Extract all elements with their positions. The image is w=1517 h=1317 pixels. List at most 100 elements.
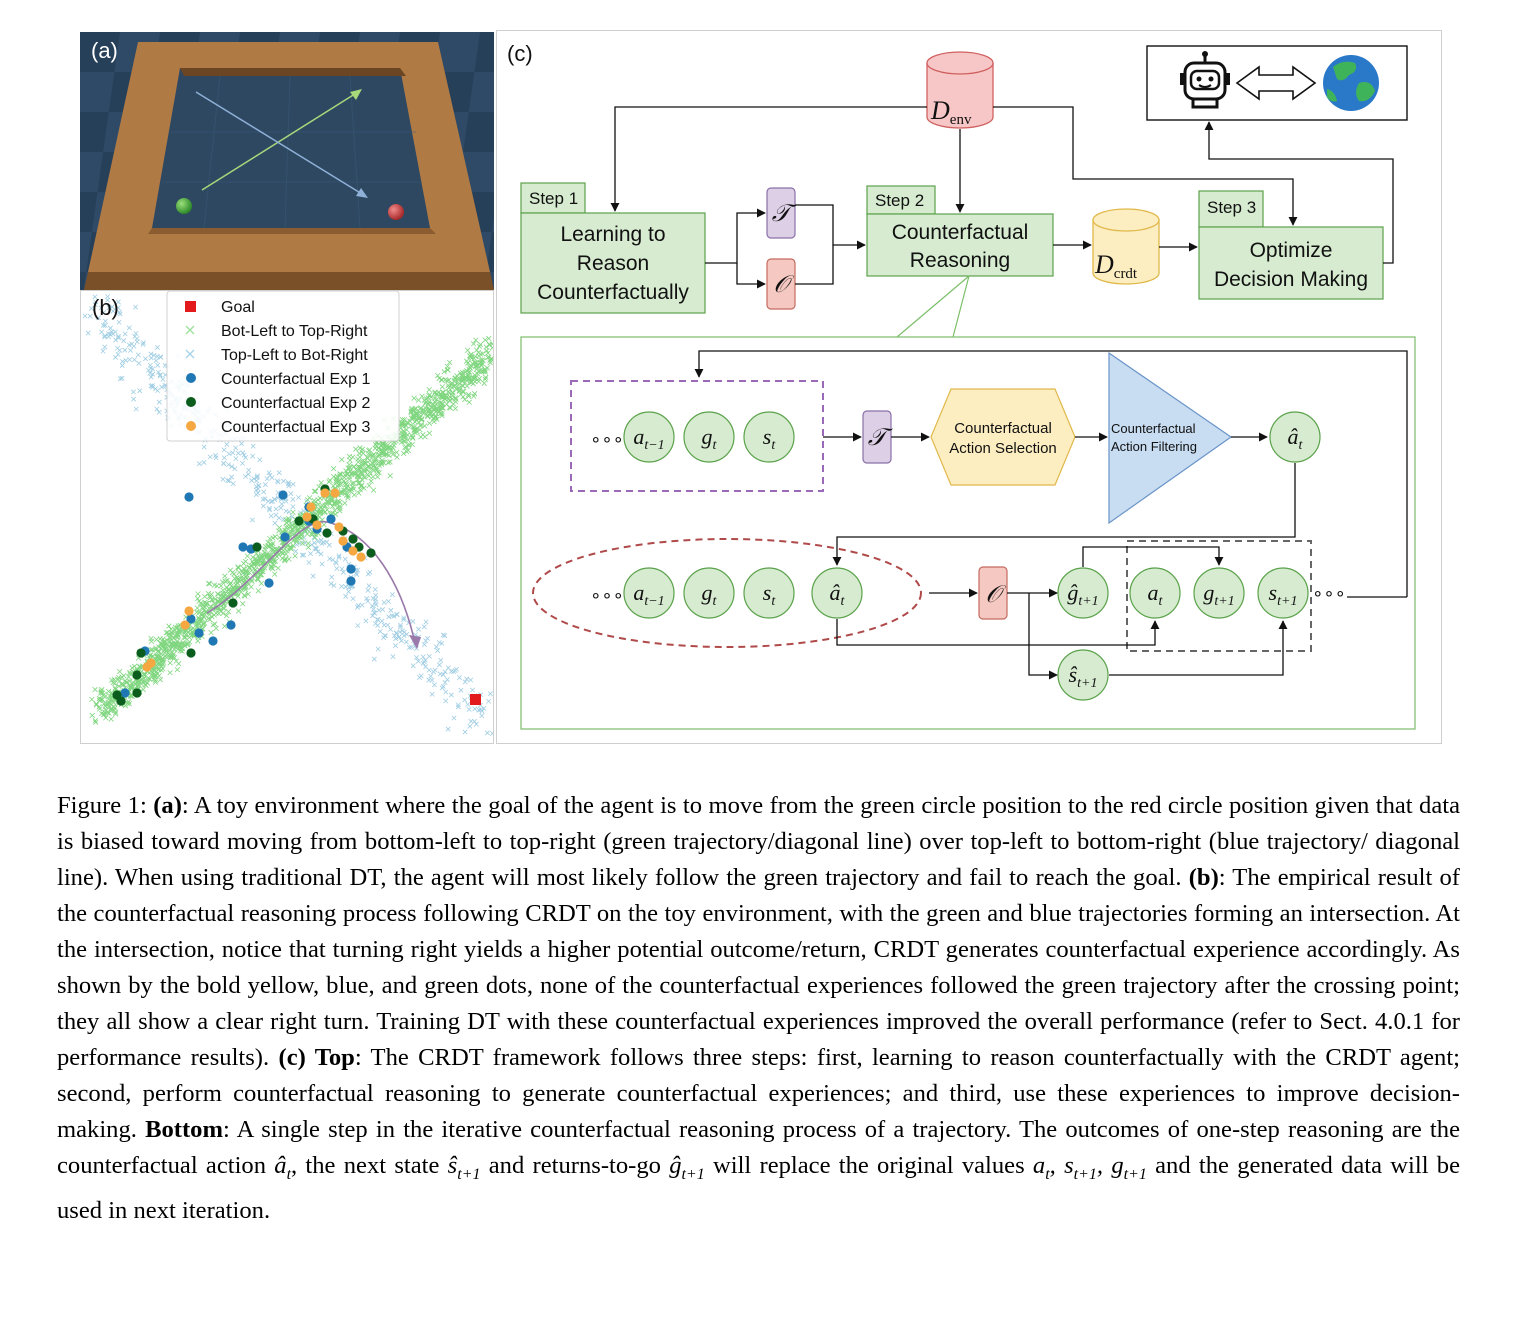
counterfactual-dot xyxy=(306,502,316,512)
token-node: ĝt+1 xyxy=(1057,567,1109,619)
legend-item: Counterfactual Exp 3 xyxy=(186,419,371,436)
step3-line2: Decision Making xyxy=(1214,268,1368,291)
step1-line3: Counterfactually xyxy=(537,281,689,304)
svg-text:gt: gt xyxy=(702,424,718,453)
counterfactual-dot xyxy=(302,512,312,522)
bottom-ellipsis: ∘∘∘ xyxy=(590,585,624,605)
counterfactual-dot xyxy=(346,564,356,574)
d-crdt-label: Dcrdt xyxy=(1094,250,1138,282)
bottom-sequence-nodes: at−1 gt st ât xyxy=(623,567,863,619)
legend-label: Counterfactual Exp 1 xyxy=(221,371,371,388)
step2-line1: Counterfactual xyxy=(892,221,1029,244)
caption-bottom-text-1: : A single step in the iterative counter… xyxy=(57,1116,1460,1179)
counterfactual-dot xyxy=(348,546,358,556)
transition-model-small: 𝒯 xyxy=(862,410,894,464)
svg-text:at: at xyxy=(1148,580,1164,609)
token-node: at xyxy=(1129,567,1181,619)
blue-trajectory-arrow xyxy=(195,91,368,198)
legend-item: Counterfactual Exp 2 xyxy=(186,395,371,412)
counterfactual-dot xyxy=(186,648,196,658)
step1-tag: Step 1 xyxy=(529,189,578,208)
maze-floor-inner xyxy=(152,68,430,228)
curve-arrowhead xyxy=(409,635,421,649)
caption-b-text: : The empirical result of the counterfac… xyxy=(57,864,1460,1071)
legend-label: Bot-Left to Top-Right xyxy=(221,323,368,340)
counterfactual-action-filtering: Counterfactual Action Filtering xyxy=(1108,351,1233,525)
svg-text:Counterfactual: Counterfactual xyxy=(954,420,1052,437)
counterfactual-dot xyxy=(356,552,366,562)
counterfactual-dot xyxy=(326,514,336,524)
caption-orig-values: at, st+1, gt+1 xyxy=(1032,1152,1147,1183)
d-crdt-dataset: Dcrdt xyxy=(1092,208,1160,285)
robot-icon xyxy=(1180,51,1230,109)
counterfactual-dot xyxy=(252,542,262,552)
token-node: gt xyxy=(683,567,735,619)
counterfactual-action-selection: Counterfactual Action Selection xyxy=(930,388,1076,486)
svg-text:st: st xyxy=(763,580,777,609)
svg-text:gt+1: gt+1 xyxy=(1203,580,1234,609)
caption-bottom-text-5: and the generated data will be used in n… xyxy=(57,1152,1461,1224)
svg-text:Counterfactual: Counterfactual xyxy=(1111,421,1196,436)
svg-text:at−1: at−1 xyxy=(633,580,664,609)
step1-box: Step 1 Learning to Reason Counterfactual… xyxy=(520,182,706,314)
double-arrow-icon xyxy=(1235,65,1317,101)
legend-label: Counterfactual Exp 2 xyxy=(221,395,371,412)
svg-text:Action Selection: Action Selection xyxy=(949,440,1057,457)
counterfactual-dot xyxy=(228,598,238,608)
counterfactual-dot xyxy=(208,636,218,646)
panel-a-tag: (a) xyxy=(91,38,118,63)
legend-label: Top-Left to Bot-Right xyxy=(221,347,368,364)
svg-text:Action Filtering: Action Filtering xyxy=(1111,439,1197,454)
legend-item: Goal xyxy=(185,299,255,316)
agent-world-box xyxy=(1146,45,1408,121)
legend-box xyxy=(166,291,400,442)
counterfactual-dot xyxy=(330,488,340,498)
counterfactual-dot xyxy=(116,696,126,706)
top-sequence-nodes: at−1 gt st xyxy=(623,411,795,463)
legend-item: Top-Left to Bot-Right xyxy=(185,347,368,364)
bottom-sequence-ellipse xyxy=(532,538,922,648)
panel-c-tag: (c) xyxy=(507,41,533,66)
svg-text:st: st xyxy=(763,424,777,453)
counterfactual-dot xyxy=(226,620,236,630)
caption-c-text: : The CRDT framework follows three steps… xyxy=(57,1044,1461,1143)
counterfactual-dot xyxy=(320,488,330,498)
counterfactual-dot xyxy=(366,548,376,558)
green-trajectory-arrow xyxy=(201,89,362,191)
token-node: st xyxy=(743,567,795,619)
counterfactual-dot xyxy=(334,522,344,532)
panel-b-tag: (b) xyxy=(92,295,119,320)
caption-a-text: : A toy environment where the goal of th… xyxy=(57,792,1461,891)
legend-label: Goal xyxy=(221,299,255,316)
goal-marker xyxy=(470,694,481,705)
counterfactual-dot xyxy=(346,576,356,586)
d-env-dataset: Denv xyxy=(926,51,994,129)
token-node: gt xyxy=(683,411,735,463)
counterfactual-dot xyxy=(312,520,322,530)
bottom-flow-arrows xyxy=(694,350,1408,680)
caption-sym-a-hat: ât xyxy=(274,1152,292,1183)
figure-caption: Figure 1: (a): A toy environment where t… xyxy=(57,788,1460,1229)
panel-c-framework: (c) xyxy=(496,30,1442,744)
caption-a-label: (a) xyxy=(153,792,182,819)
legend-item: Counterfactual Exp 1 xyxy=(186,371,371,388)
token-node: ât xyxy=(811,567,863,619)
counterfactual-dot xyxy=(322,528,332,538)
counterfactual-dot xyxy=(280,532,290,542)
caption-figure-label: Figure 1: xyxy=(57,792,154,819)
legend-label: Counterfactual Exp 3 xyxy=(221,419,371,436)
green-start-ball xyxy=(176,198,192,214)
svg-text:gt: gt xyxy=(702,580,718,609)
counterfactual-dot xyxy=(278,490,288,500)
step1-line2: Reason xyxy=(577,252,649,275)
token-node: at−1 xyxy=(623,411,675,463)
step3-box: Step 3 Optimize Decision Making xyxy=(1198,190,1384,300)
counterfactual-dot xyxy=(264,578,274,588)
caption-sym-s-hat: ŝt+1 xyxy=(447,1152,481,1183)
counterfactual-dot xyxy=(184,492,194,502)
top-flow-arrows xyxy=(610,106,1394,289)
